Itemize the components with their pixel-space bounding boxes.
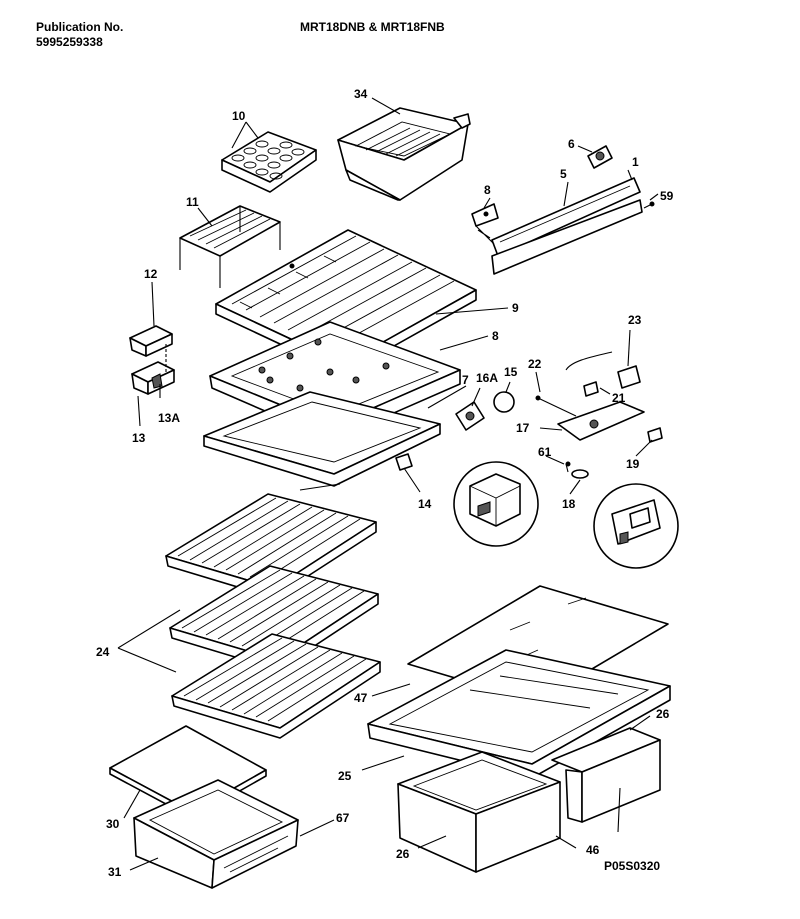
callout-26-left: 26 <box>396 847 410 861</box>
callout-67: 67 <box>336 811 350 825</box>
callout-8-upper: 8 <box>484 183 491 197</box>
callout-13A: 13A <box>158 411 180 425</box>
callout-25: 25 <box>338 769 352 783</box>
ice-cube-tray <box>221 131 317 193</box>
door-bin-small-lower <box>131 361 175 395</box>
light-assembly <box>395 351 663 479</box>
callout-24: 24 <box>96 645 110 659</box>
callout-6: 6 <box>568 137 575 151</box>
callout-23: 23 <box>628 313 642 327</box>
callout-34: 34 <box>354 87 368 101</box>
callout-14: 14 <box>418 497 432 511</box>
callout-30: 30 <box>106 817 120 831</box>
model-title: MRT18DNB & MRT18FNB <box>300 20 445 34</box>
callout-9: 9 <box>512 301 519 315</box>
callout-1: 1 <box>632 155 639 169</box>
ice-bin <box>337 107 471 201</box>
callout-26-right: 26 <box>656 707 670 721</box>
callout-15: 15 <box>504 365 518 379</box>
callout-59: 59 <box>660 189 674 203</box>
callout-22: 22 <box>528 357 542 371</box>
callout-11: 11 <box>186 195 199 209</box>
shelf-frame-lower <box>203 391 441 491</box>
crisper-drawer-left <box>397 751 561 873</box>
callout-13: 13 <box>132 431 146 445</box>
publication-number: 5995259338 <box>36 35 103 49</box>
callout-16A: 16A <box>476 371 498 385</box>
callout-5: 5 <box>560 167 567 181</box>
callout-61: 61 <box>538 445 552 459</box>
callout-46: 46 <box>586 843 600 857</box>
wire-shelf-3 <box>171 633 381 739</box>
callout-47: 47 <box>354 691 368 705</box>
switch-detail-inset <box>593 483 679 569</box>
crisper-cover-frame <box>367 649 671 779</box>
control-detail-inset <box>453 461 539 547</box>
callout-21: 21 <box>612 391 626 405</box>
control-strip <box>471 145 655 275</box>
callout-17: 17 <box>516 421 530 435</box>
callout-12: 12 <box>144 267 158 281</box>
crisper-drawer-right <box>551 727 661 823</box>
callout-labels: 1 5 6 8 59 9 8 7 10 11 12 13 13A 14 15 1… <box>96 87 674 879</box>
callout-7: 7 <box>462 373 469 387</box>
callout-10: 10 <box>232 109 246 123</box>
callout-19: 19 <box>626 457 640 471</box>
shelf-bracket <box>179 205 281 288</box>
door-bin-small-upper <box>129 325 173 357</box>
callout-31: 31 <box>108 865 122 879</box>
figure-code: P05S0320 <box>604 859 660 873</box>
callout-8-lower: 8 <box>492 329 499 343</box>
small-crisper-pan <box>133 779 299 889</box>
callout-18: 18 <box>562 497 576 511</box>
publication-label: Publication No. <box>36 20 124 34</box>
leader-lines <box>117 97 659 871</box>
